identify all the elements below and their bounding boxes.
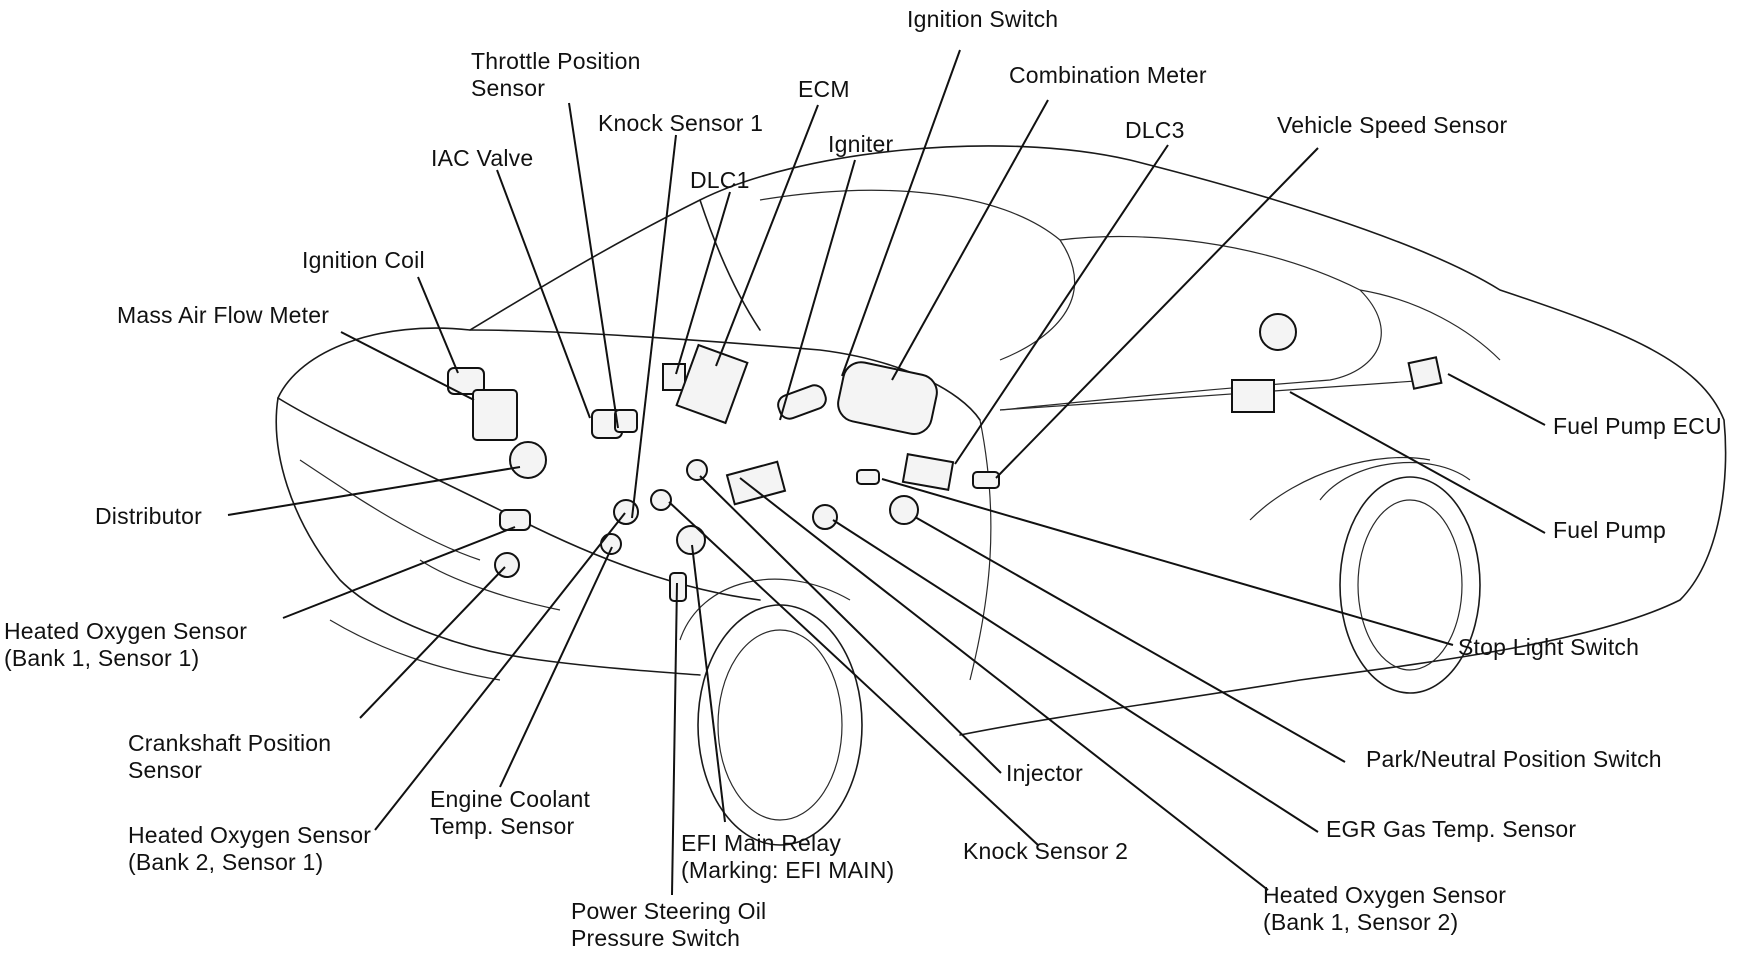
front-wheel (679, 578, 863, 846)
label-fuel-pump: Fuel Pump (1553, 517, 1667, 543)
label-efi-main-relay-line1: EFI Main Relay (681, 830, 842, 856)
label-knock-sensor-2: Knock Sensor 2 (963, 838, 1129, 864)
label-crankshaft-position-sensor-line2: Sensor (128, 757, 203, 783)
label-dlc3: DLC3 (1125, 117, 1185, 143)
label-ignition-coil: Ignition Coil (302, 247, 425, 273)
label-egr-gas-temp-sensor: EGR Gas Temp. Sensor (1326, 816, 1577, 842)
label-heated-oxygen-sensor-b2s1-line1: Heated Oxygen Sensor (128, 822, 372, 848)
label-heated-oxygen-sensor-b2s1-line2: (Bank 2, Sensor 1) (128, 849, 324, 875)
car-body (275, 145, 1727, 736)
label-power-steering-oil-pressure-switch-line2: Pressure Switch (571, 925, 741, 951)
label-engine-coolant-temp-sensor-line1: Engine Coolant (430, 786, 591, 812)
label-power-steering-oil-pressure-switch: Power Steering Oil Pressure Switch (571, 898, 766, 952)
label-heated-oxygen-sensor-b2s1: Heated Oxygen Sensor (Bank 2, Sensor 1) (128, 822, 371, 876)
label-heated-oxygen-sensor-b1s1: Heated Oxygen Sensor (Bank 1, Sensor 1) (4, 618, 247, 672)
label-heated-oxygen-sensor-b1s1-line2: (Bank 1, Sensor 1) (4, 645, 200, 671)
label-knock-sensor-1: Knock Sensor 1 (598, 110, 764, 136)
label-throttle-position-sensor-line2: Sensor (471, 75, 546, 101)
label-park-neutral-position-switch: Park/Neutral Position Switch (1366, 746, 1662, 772)
label-fuel-pump-ecu: Fuel Pump ECU (1553, 413, 1722, 439)
label-throttle-position-sensor: Throttle Position Sensor (471, 48, 641, 102)
label-engine-coolant-temp-sensor-line2: Temp. Sensor (430, 813, 575, 839)
label-injector: Injector (1006, 760, 1084, 786)
label-crankshaft-position-sensor: Crankshaft Position Sensor (128, 730, 331, 784)
label-heated-oxygen-sensor-b1s2: Heated Oxygen Sensor (Bank 1, Sensor 2) (1263, 882, 1506, 936)
rear-wheel (1319, 462, 1481, 694)
label-efi-main-relay-line2: (Marking: EFI MAIN) (681, 857, 895, 883)
label-vehicle-speed-sensor: Vehicle Speed Sensor (1277, 112, 1508, 138)
label-mass-air-flow-meter: Mass Air Flow Meter (117, 302, 330, 328)
label-stop-light-switch: Stop Light Switch (1458, 634, 1640, 660)
label-ecm: ECM (798, 76, 850, 102)
label-heated-oxygen-sensor-b1s2-line2: (Bank 1, Sensor 2) (1263, 909, 1459, 935)
label-throttle-position-sensor-line1: Throttle Position (471, 48, 641, 74)
label-dlc1: DLC1 (690, 167, 750, 193)
label-igniter: Igniter (828, 131, 894, 157)
label-heated-oxygen-sensor-b1s1-line1: Heated Oxygen Sensor (4, 618, 248, 644)
engine-components (447, 313, 1443, 602)
label-combination-meter: Combination Meter (1009, 62, 1207, 88)
label-crankshaft-position-sensor-line1: Crankshaft Position (128, 730, 332, 756)
label-ignition-switch: Ignition Switch (907, 6, 1059, 32)
label-power-steering-oil-pressure-switch-line1: Power Steering Oil (571, 898, 767, 924)
label-efi-main-relay: EFI Main Relay (Marking: EFI MAIN) (681, 830, 894, 884)
label-distributor: Distributor (95, 503, 203, 529)
label-iac-valve: IAC Valve (431, 145, 534, 171)
label-heated-oxygen-sensor-b1s2-line1: Heated Oxygen Sensor (1263, 882, 1507, 908)
label-engine-coolant-temp-sensor: Engine Coolant Temp. Sensor (430, 786, 590, 840)
leader-lines (227, 49, 1546, 896)
